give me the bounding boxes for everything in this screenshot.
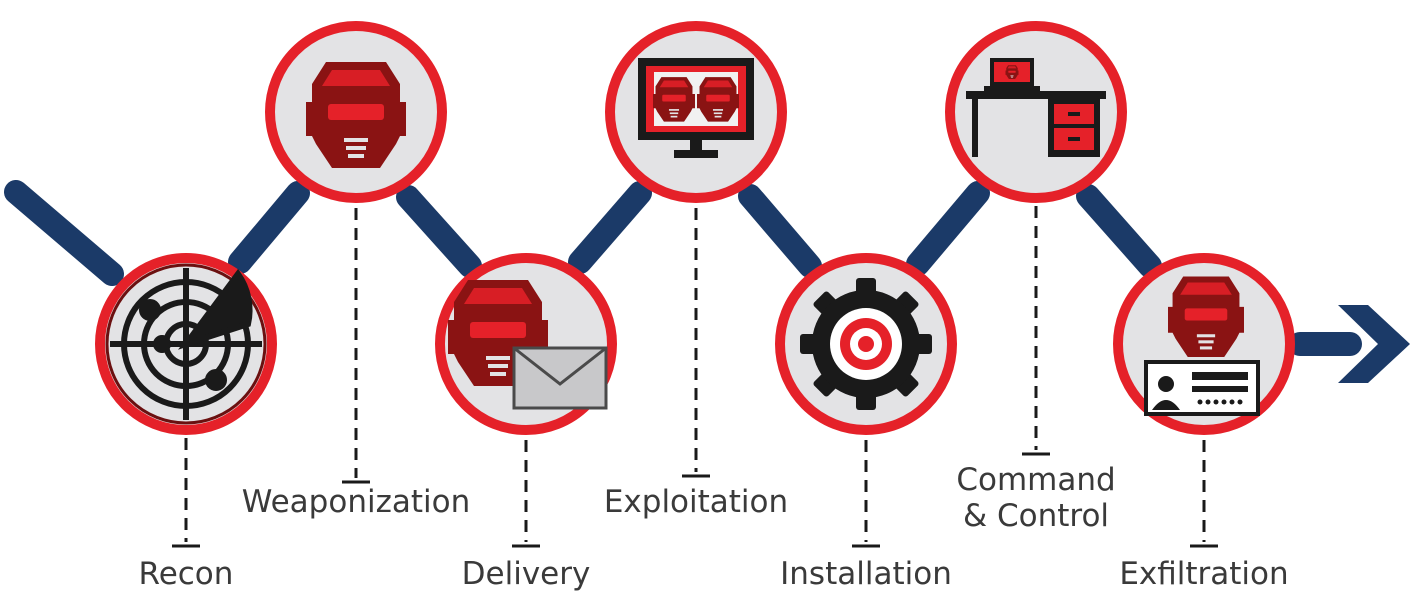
connector-line xyxy=(1076,184,1162,278)
leader-caps xyxy=(172,452,1218,548)
connector-line xyxy=(228,181,310,274)
label-exfiltration: Exfiltration xyxy=(1119,556,1289,592)
stage-exploitation xyxy=(605,21,787,203)
connector-line xyxy=(396,185,482,278)
stage-delivery xyxy=(435,253,617,435)
leader-lines xyxy=(184,206,1206,542)
label-command-control: Command & Control xyxy=(926,462,1146,534)
label-exploitation: Exploitation xyxy=(603,484,789,520)
robot-envelope-icon xyxy=(448,280,608,410)
lead-in-line xyxy=(4,180,124,286)
monitor-robots-icon xyxy=(638,58,754,158)
label-recon: Recon xyxy=(138,556,234,592)
stage-exfiltration xyxy=(1113,253,1295,435)
stage-command-control xyxy=(945,21,1127,203)
connector-line xyxy=(738,184,822,278)
gear-target-icon xyxy=(800,278,932,410)
stage-recon xyxy=(95,253,277,435)
stage-installation xyxy=(775,253,957,435)
label-weaponization: Weaponization xyxy=(241,484,471,520)
label-delivery: Delivery xyxy=(461,556,591,592)
connector-line xyxy=(568,181,652,274)
arrow-right-icon xyxy=(1338,305,1410,383)
radar-icon xyxy=(110,268,262,420)
label-command-line1: Command xyxy=(956,462,1116,498)
label-installation: Installation xyxy=(780,556,952,592)
label-command-line2: & Control xyxy=(962,498,1110,534)
connector-line xyxy=(906,181,990,276)
connector-lines xyxy=(4,180,1362,356)
stage-weaponization xyxy=(265,21,447,203)
robot-idcard-icon xyxy=(1144,276,1260,416)
desk-laptop-icon xyxy=(966,58,1106,157)
